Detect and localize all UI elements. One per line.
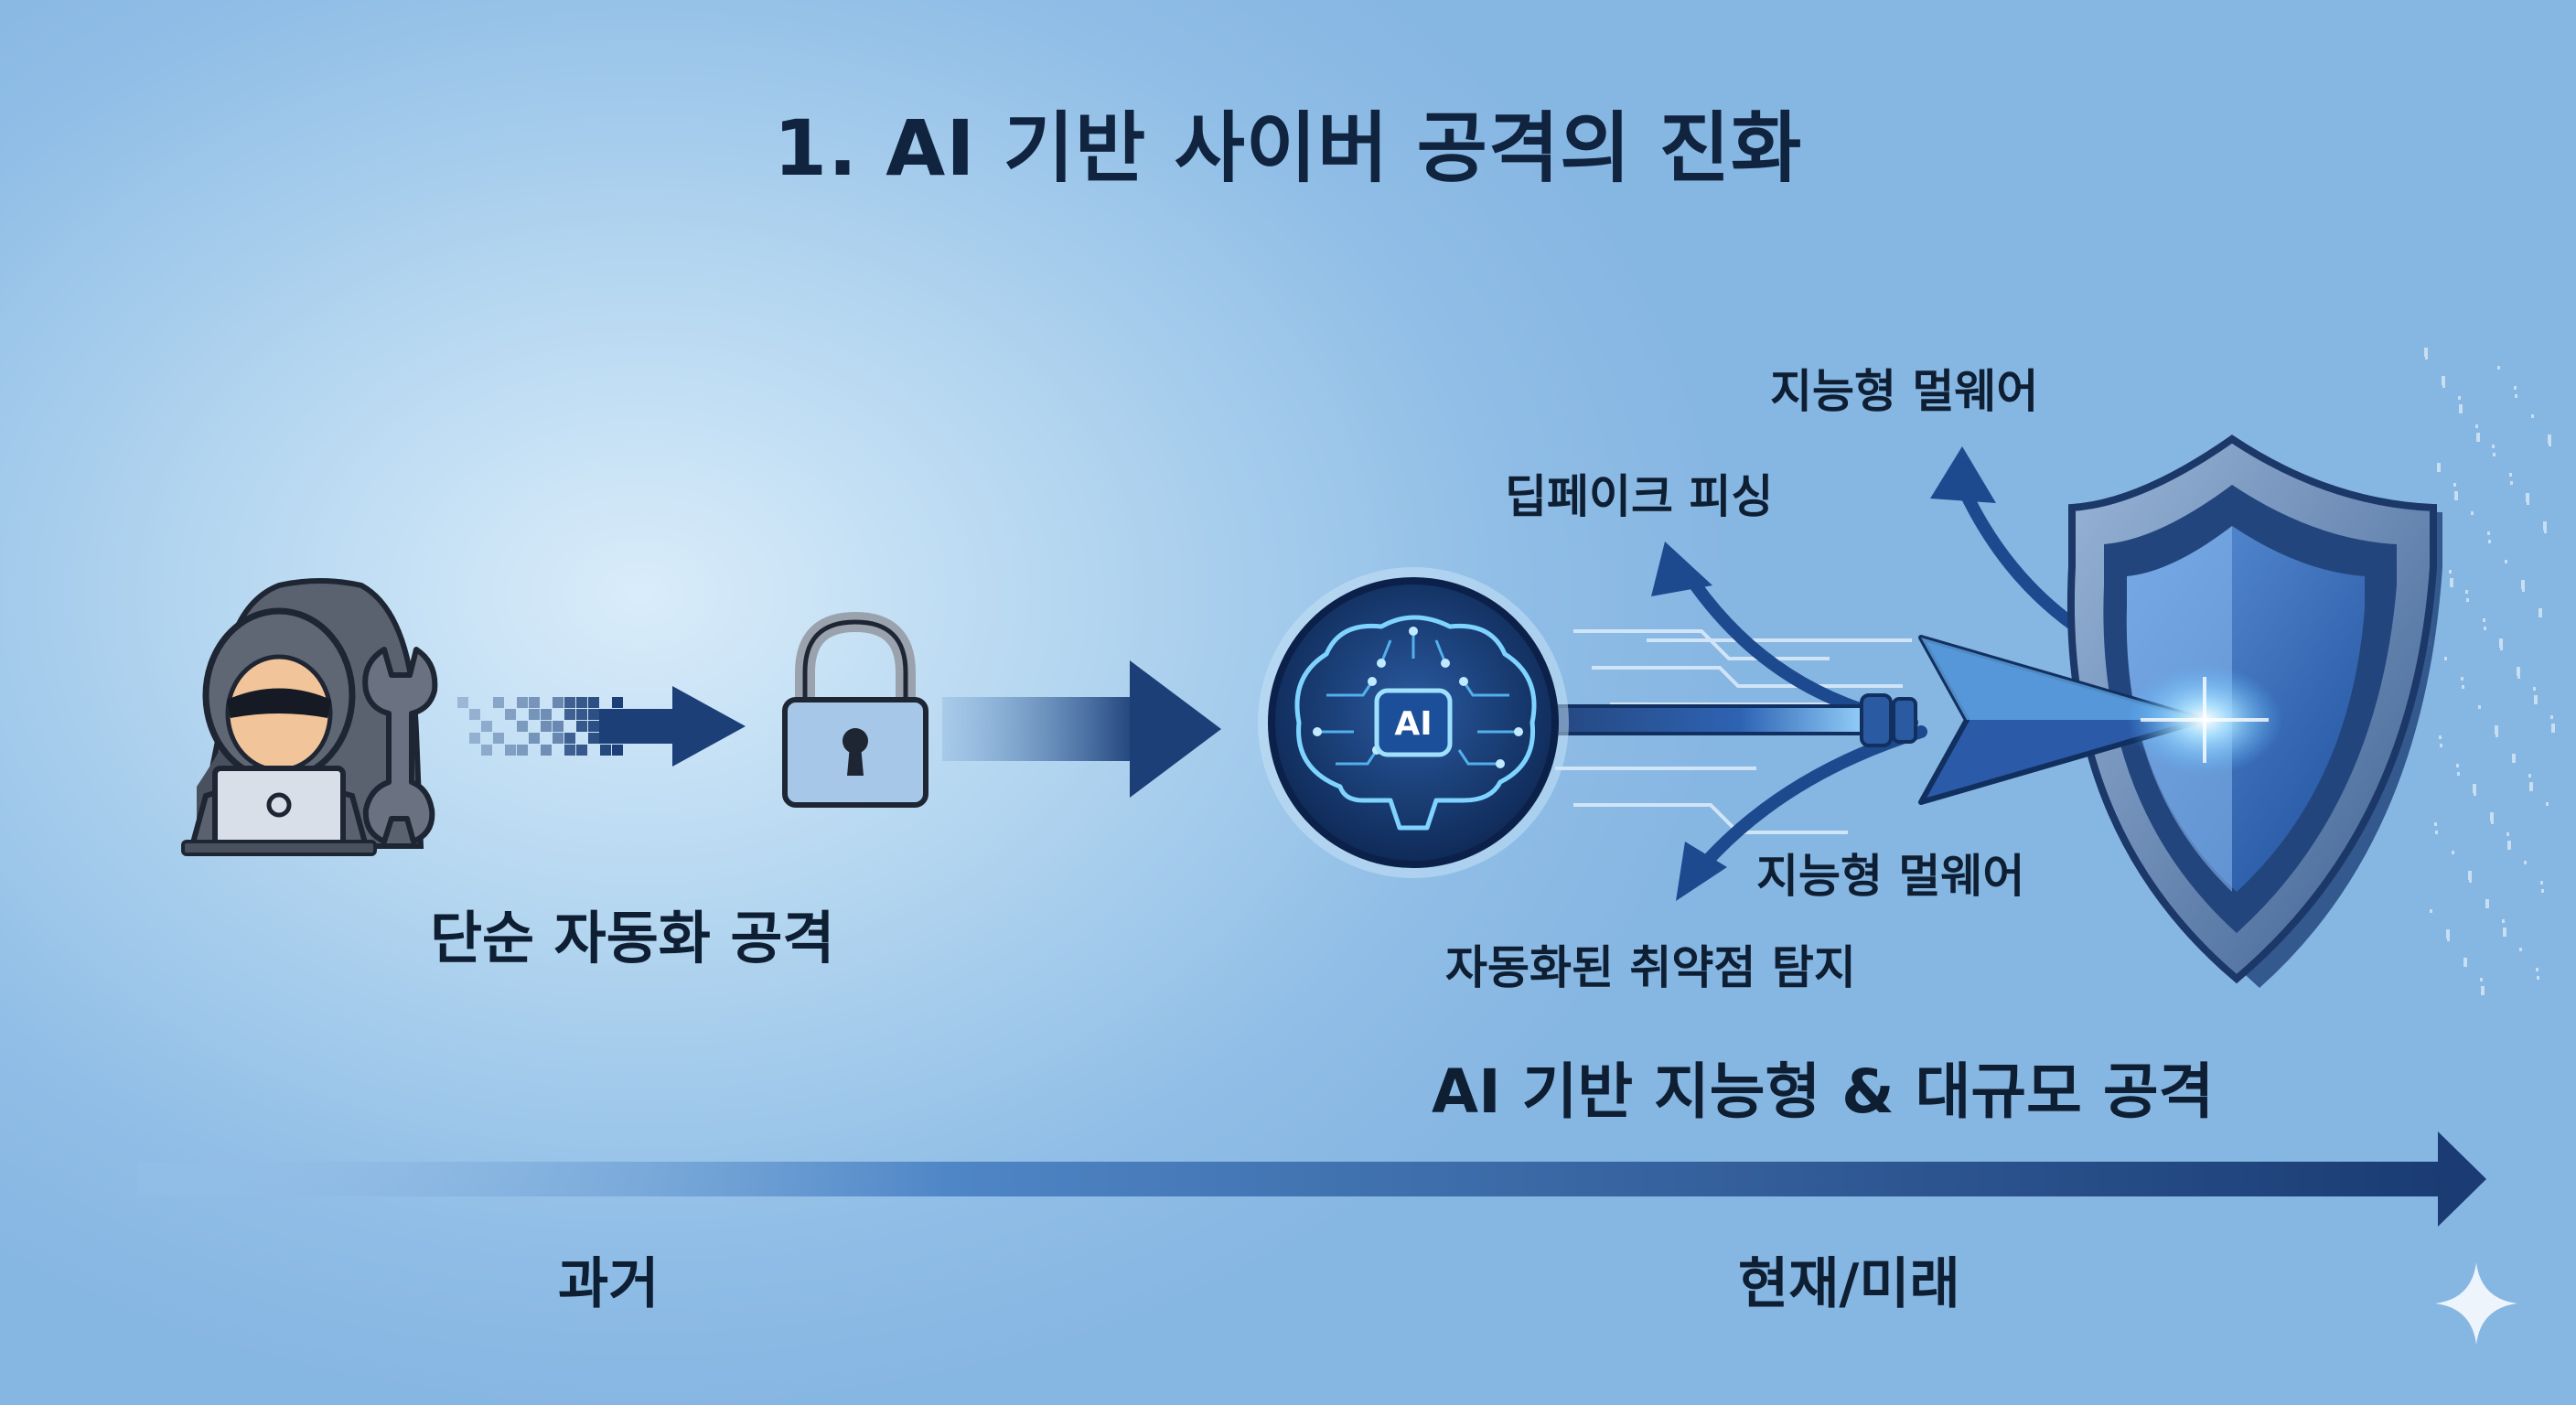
branch-arrowhead-up-high (1930, 446, 1996, 503)
simple-attack-label: 단순 자동화 공격 (430, 905, 835, 971)
branch-label-vuln-detection: 자동화된 취약점 탐지 (1445, 941, 1856, 994)
branch-label-malware-bottom: 지능형 멀웨어 (1756, 850, 2025, 903)
branch-label-deepfake-phishing: 딥페이크 피싱 (1505, 470, 1774, 523)
data-stream (457, 697, 623, 756)
spear-arrow (1535, 635, 2282, 805)
timeline-arrow (137, 1132, 2486, 1227)
branch-arrowhead-up (1651, 542, 1712, 596)
sparkle-icon (2435, 1262, 2517, 1345)
ai-attack-label: AI 기반 지능형 & 대규모 공격 (1432, 1056, 2215, 1127)
hacker-icon (181, 578, 424, 856)
transition-arrow (942, 660, 1221, 798)
wrench-icon (362, 647, 438, 844)
page-title: 1. AI 기반 사이버 공격의 진화 (773, 103, 1803, 193)
padlock-icon (782, 611, 928, 808)
binary-bits (2424, 348, 2555, 995)
ai-badge: AI (1394, 705, 1432, 743)
timeline-present-label: 현재/미래 (1738, 1252, 1960, 1316)
stream-arrow (599, 686, 746, 767)
timeline-past-label: 과거 (558, 1252, 660, 1316)
ai-chip (1374, 688, 1453, 757)
branch-label-malware-top: 지능형 멀웨어 (1770, 365, 2039, 418)
branch-arrowhead-down (1676, 842, 1727, 901)
ai-brain-icon: AI (1258, 567, 1569, 878)
